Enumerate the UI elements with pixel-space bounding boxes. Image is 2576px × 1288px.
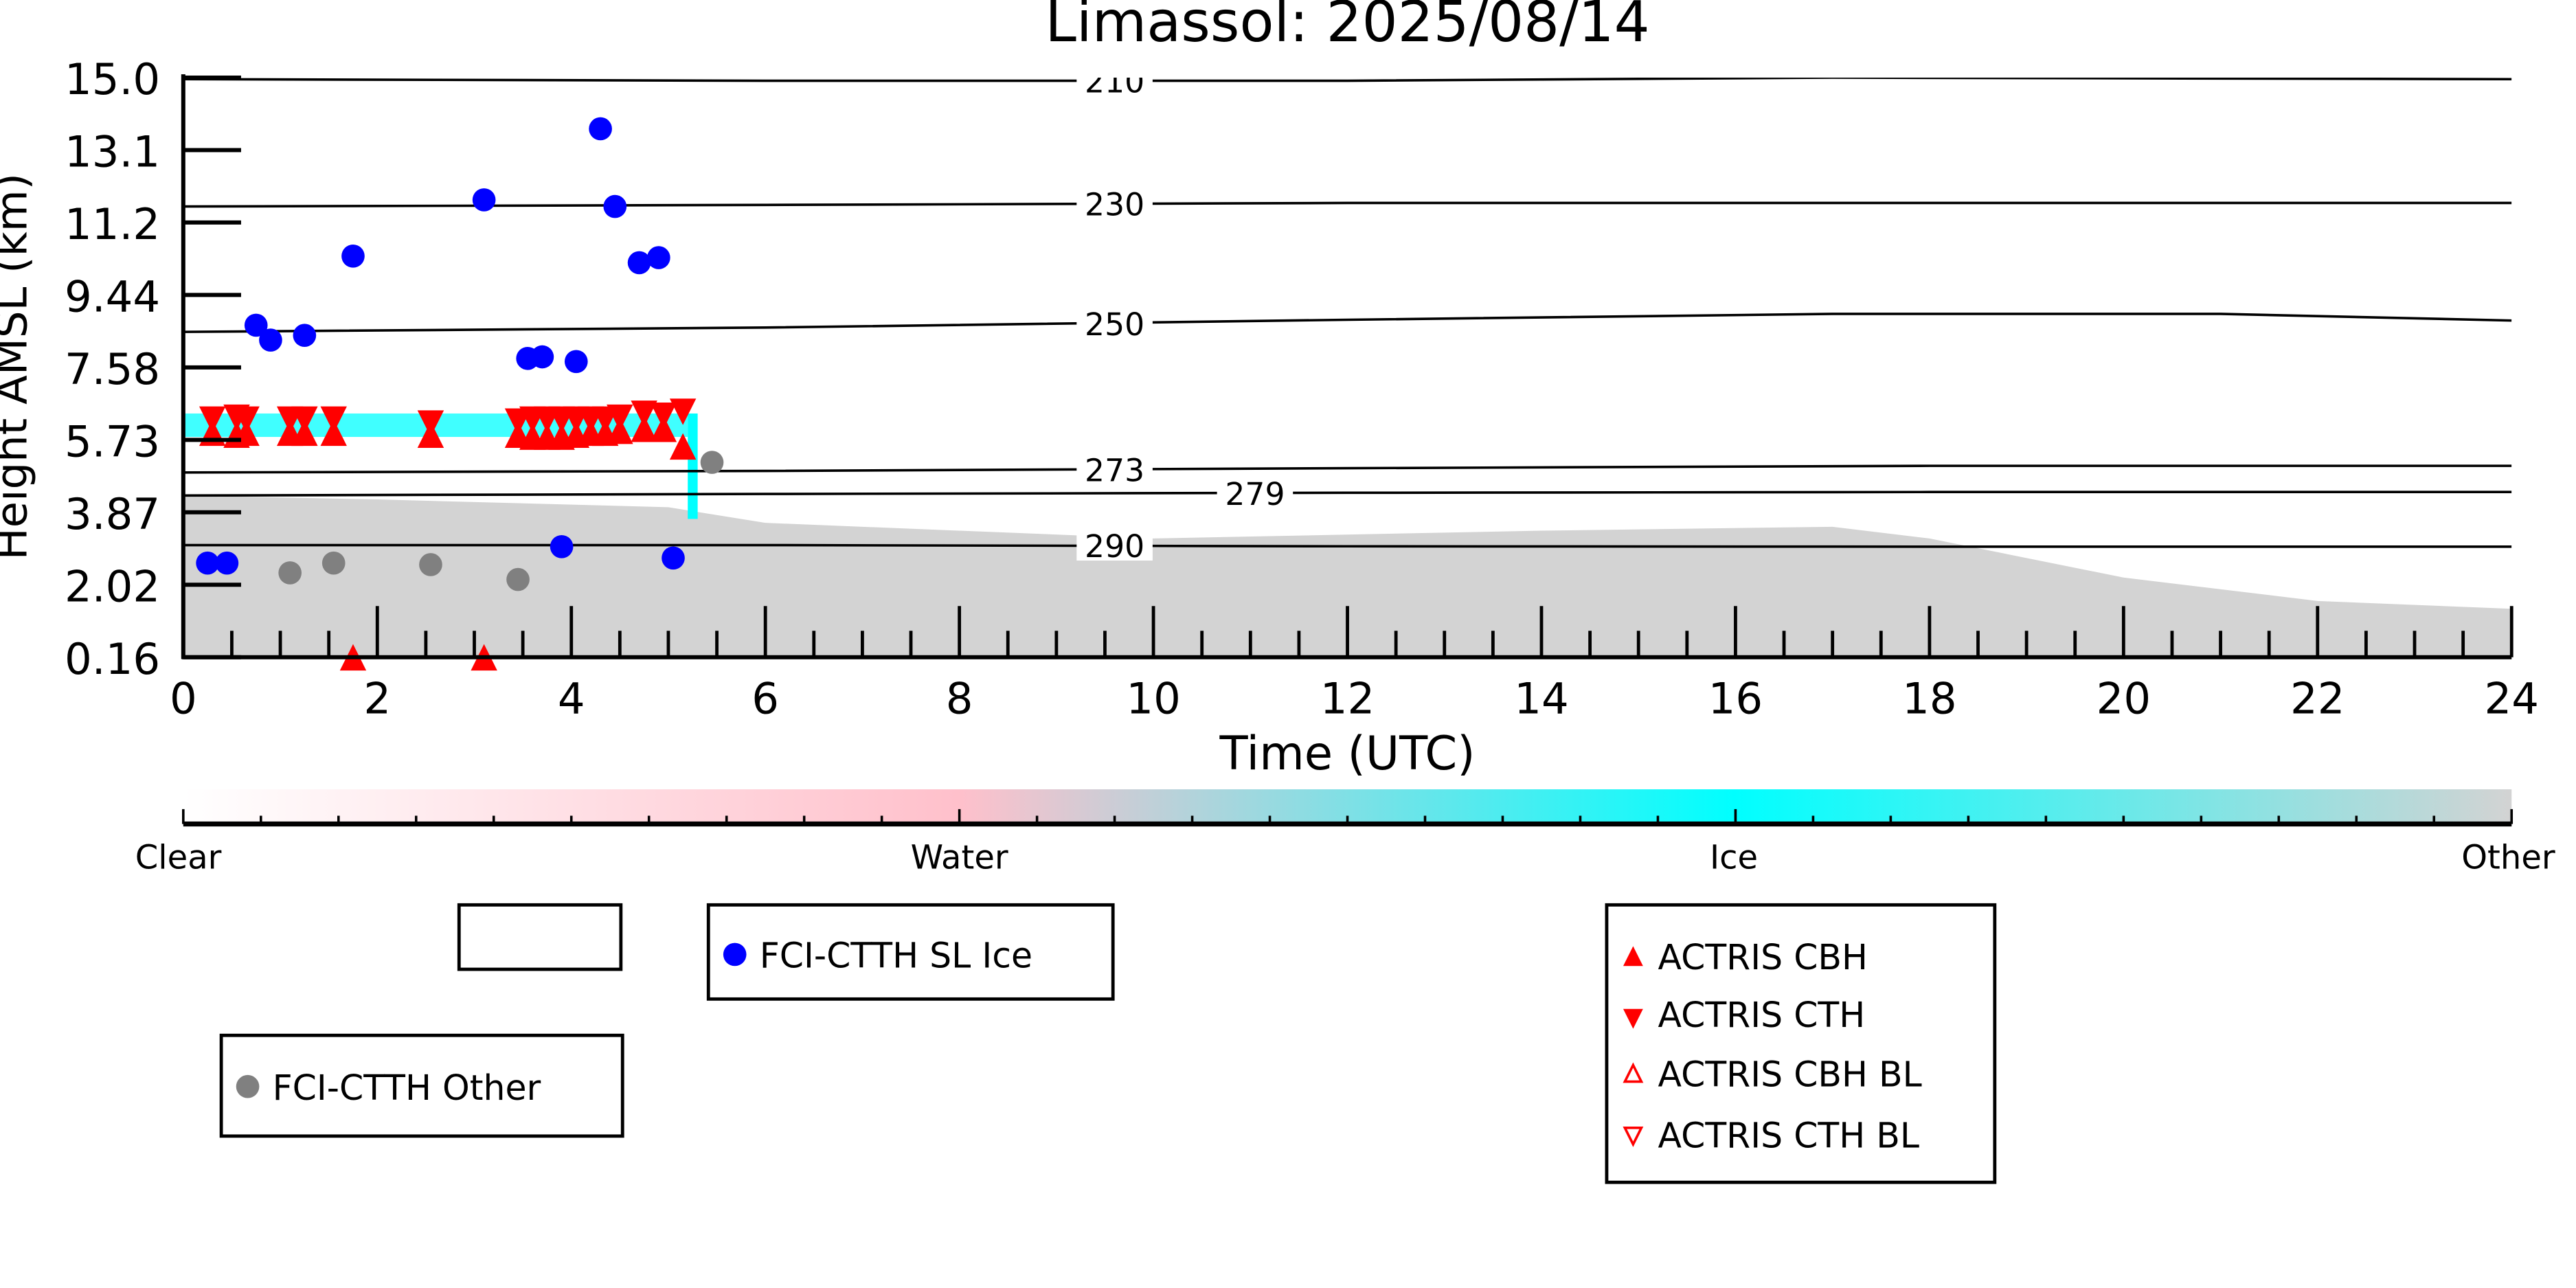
data-point-triangle-down [199, 406, 226, 433]
x-tick-label: 18 [1902, 673, 1957, 723]
legend-label: FCI-CTTH SL Ice [760, 936, 1032, 976]
isotherm-label-bg [1076, 189, 1153, 219]
data-point-circle [244, 313, 268, 337]
y-tick-label: 13.1 [65, 126, 160, 177]
x-tick-label: 16 [1708, 673, 1763, 723]
legend-empty [457, 903, 623, 971]
data-points [196, 117, 724, 671]
isotherm-label: 273 [1085, 452, 1144, 488]
data-point-circle [341, 244, 365, 268]
x-tick-label: 0 [170, 673, 197, 723]
data-point-triangle-down [631, 400, 657, 427]
y-tick-label: 5.73 [65, 416, 160, 466]
colorbar-label-other: Other [2461, 838, 2555, 877]
data-point-triangle-down [607, 404, 633, 431]
data-point-circle [530, 345, 554, 369]
x-tick-label: 4 [558, 673, 585, 723]
data-point-circle [278, 561, 302, 585]
data-point-circle [472, 188, 496, 212]
data-point-triangle-down [233, 406, 260, 433]
isotherm-line [183, 464, 2512, 474]
data-point-circle [550, 535, 574, 558]
data-point-triangle-up [669, 433, 697, 460]
isotherm-line [183, 201, 2512, 208]
colorbar: Clear Water Ice Other [135, 789, 2555, 877]
x-axis-label: Time (UTC) [1219, 727, 1476, 780]
isotherm-label: 250 [1085, 306, 1144, 343]
data-point-circle [293, 324, 317, 348]
legend-marker-triangle-down-open [1623, 1127, 1644, 1147]
isotherm-label-bg [1076, 454, 1153, 485]
y-tick-label: 9.44 [65, 271, 160, 321]
data-point-circle [506, 567, 530, 591]
data-point-circle [700, 451, 724, 474]
x-tick-label: 20 [2097, 673, 2151, 723]
y-tick-label: 0.16 [65, 634, 160, 684]
x-tick-label: 2 [363, 673, 391, 723]
x-tick-label: 14 [1514, 673, 1569, 723]
data-point-triangle-down [320, 406, 347, 433]
isotherm-lines: 210 230 250 273 279 290 [183, 63, 2512, 565]
y-axis-ticks: 0.16 2.02 3.87 5.73 7.58 9.44 11.2 13.1 15.0 [65, 54, 241, 684]
data-point-circle [662, 546, 685, 570]
legend-fci-ice: FCI-CTTH SL Ice [706, 903, 1115, 1001]
legend-marker-triangle-up-open [1623, 1062, 1644, 1083]
isotherm-label-bg [1217, 478, 1293, 508]
legend-label: ACTRIS CTH [1658, 995, 1865, 1035]
x-tick-label: 10 [1126, 673, 1181, 723]
y-axis-label: Height AMSL (km) [0, 173, 36, 560]
x-tick-label: 22 [2290, 673, 2345, 723]
x-tick-label: 24 [2484, 673, 2539, 723]
y-tick-label: 11.2 [65, 199, 160, 249]
legend-marker-triangle-up [1623, 946, 1643, 967]
isotherm-label-bg [1076, 308, 1153, 339]
data-point-triangle-down [291, 406, 318, 433]
data-point-circle [215, 551, 239, 575]
legend-label: ACTRIS CTH BL [1658, 1116, 1919, 1156]
colorbar-label-ice: Ice [1710, 838, 1758, 877]
ice-class-area [688, 413, 698, 519]
isotherm-label: 230 [1085, 187, 1144, 223]
legend-actris: ACTRIS CBH ACTRIS CTH ACTRIS CBH BL ACTR… [1605, 903, 1997, 1184]
isotherm-line [183, 313, 2512, 333]
y-tick-label: 3.87 [65, 489, 160, 539]
data-point-circle [419, 553, 442, 576]
data-point-circle [259, 328, 282, 352]
x-tick-label: 8 [946, 673, 973, 723]
legend-label: ACTRIS CBH [1658, 937, 1868, 978]
isotherm-label-bg [1076, 77, 1153, 96]
data-point-circle [589, 117, 612, 141]
data-point-circle [196, 551, 219, 575]
y-tick-label: 15.0 [65, 54, 160, 104]
legend-marker-triangle-down [1623, 1008, 1643, 1029]
chart-title: Limassol: 2025/08/14 [1045, 0, 1649, 55]
y-tick-label: 2.02 [65, 561, 160, 611]
data-point-triangle-down [417, 410, 444, 437]
legend-marker-gray-circle [236, 1074, 260, 1098]
isotherm-line [183, 77, 2512, 82]
x-tick-label: 6 [752, 673, 779, 723]
data-point-circle [603, 194, 627, 218]
legend-marker-blue-circle [723, 942, 747, 967]
isotherm-label: 290 [1085, 528, 1144, 565]
data-point-circle [627, 251, 651, 275]
data-point-triangle-up [631, 416, 657, 442]
y-tick-label: 7.58 [65, 344, 160, 394]
isotherm-label: 210 [1085, 63, 1144, 100]
legend-fci-other: FCI-CTTH Other [219, 1033, 624, 1138]
data-point-triangle-down [669, 398, 697, 425]
x-tick-label: 12 [1320, 673, 1375, 723]
colorbar-label-water: Water [911, 838, 1008, 877]
data-point-circle [564, 350, 588, 374]
colorbar-label-clear: Clear [135, 838, 222, 877]
isotherm-label-bg [1076, 530, 1153, 561]
isotherm-line [183, 490, 2512, 497]
data-point-circle [321, 551, 346, 575]
data-point-circle [647, 246, 670, 269]
data-point-triangle-down [650, 402, 677, 429]
isotherm-label: 279 [1225, 476, 1285, 512]
legend-label: ACTRIS CBH BL [1658, 1054, 1921, 1095]
legend-label: FCI-CTTH Other [273, 1067, 541, 1108]
